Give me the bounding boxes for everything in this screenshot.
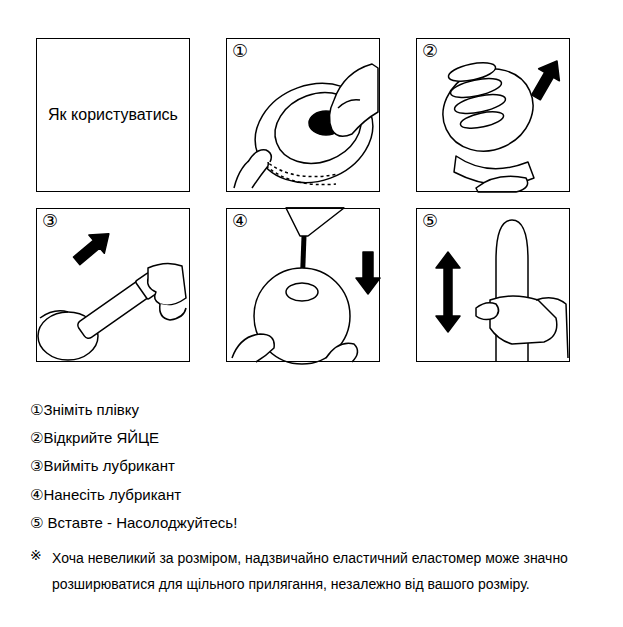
- callout-number: ①: [232, 41, 248, 63]
- callout-number: ④: [232, 211, 248, 233]
- insert-figure-part: [490, 296, 557, 344]
- take-lube-figure-part: [148, 263, 186, 305]
- peel-film-figure: [234, 64, 387, 199]
- take-lube-figure-part: [69, 225, 117, 270]
- callout-number: ⑤: [422, 211, 438, 233]
- peel-film-figure-part: [248, 150, 271, 162]
- title-panel: Як користуватись: [36, 38, 190, 192]
- peel-film-figure-part: [266, 166, 336, 185]
- step-panel: ①: [226, 38, 380, 192]
- callout-number: ③: [42, 211, 58, 233]
- step-panel: ③: [36, 208, 190, 362]
- step-text: ②Відкрийте ЯЙЦЕ: [30, 428, 159, 448]
- step-text: ④Нанесіть лубрикант: [30, 485, 181, 505]
- take-lube-figure-part: [40, 311, 68, 318]
- step-text: ③Вийміть лубрикант: [30, 456, 175, 476]
- open-egg-figure-part: [429, 54, 546, 165]
- apply-lube-figure-part: [326, 343, 358, 362]
- open-egg-figure: [429, 54, 567, 192]
- insert-figure-part: [436, 252, 460, 332]
- step-panel: ④: [226, 208, 380, 362]
- open-egg-figure-part: [476, 176, 528, 192]
- take-lube-figure: [38, 225, 186, 360]
- note-text: Хоча невеликий за розміром, надзвичайно …: [52, 545, 614, 597]
- insert-figure: [436, 220, 568, 362]
- step-panel: ②: [416, 38, 570, 192]
- note-mark: ※: [30, 545, 42, 565]
- peel-film-figure-part: [338, 100, 360, 108]
- apply-lube-figure-part: [232, 334, 274, 362]
- apply-lube-figure: [232, 208, 380, 364]
- take-lube-figure-part: [160, 304, 186, 320]
- apply-lube-figure-part: [356, 252, 380, 294]
- open-egg-figure-part: [459, 109, 505, 132]
- apply-lube-figure-part: [286, 208, 344, 236]
- step-text: ①Зніміть плівку: [30, 400, 139, 420]
- insert-figure-part: [536, 298, 568, 358]
- callout-number: ②: [422, 41, 438, 63]
- insert-figure-part: [476, 303, 499, 320]
- apply-lube-figure-part: [286, 283, 318, 301]
- step-text: ⑤ Вставте - Насолоджуйтесь!: [30, 513, 237, 533]
- peel-film-figure-part: [329, 64, 378, 136]
- step-panel: ⑤: [416, 208, 570, 362]
- panel-title: Як користуватись: [48, 105, 178, 124]
